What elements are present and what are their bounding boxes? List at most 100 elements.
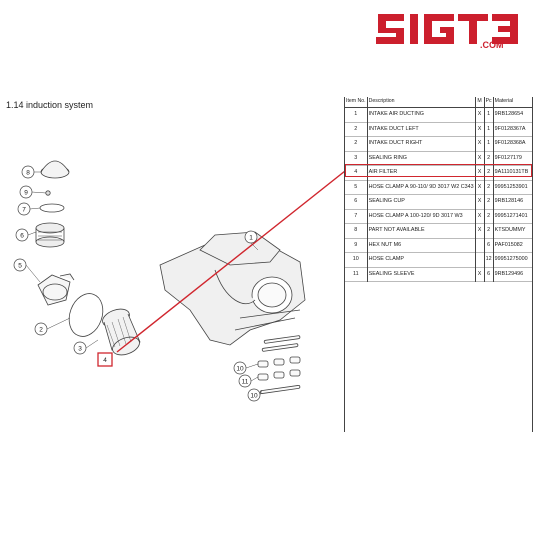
callout-5: 5 [18, 263, 22, 270]
intake-air-ducting-part [159, 231, 306, 346]
cell-m: X [475, 136, 485, 151]
cell-pc: 6 [484, 267, 494, 282]
cell-num: 7 [344, 209, 368, 224]
sealing-ring-part [68, 293, 104, 337]
section-title: 1.14 induction system [6, 100, 94, 110]
cell-description: INTAKE DUCT RIGHT [367, 136, 476, 151]
cell-pc: 1 [484, 122, 494, 137]
cell-num: 9 [344, 238, 368, 253]
cell-material: KTSDUMMY [493, 223, 533, 238]
cell-description: HOSE CLAMP A 90-110/ 9D 3017 W2 C343 [367, 180, 476, 195]
cell-num: 1 [344, 107, 368, 122]
hose-clamp-5-part [37, 273, 75, 306]
cell-description: INTAKE AIR DUCTING [367, 107, 476, 122]
cell-num: 2 [344, 136, 368, 151]
cell-description: SEALING RING [367, 151, 476, 166]
cell-m: X [475, 267, 485, 282]
cell-material: 99951271401 [493, 209, 533, 224]
callout-4-highlight-box [97, 352, 113, 367]
cell-m: X [475, 165, 485, 180]
table-header-row: Item No. Description M Pc Material [344, 97, 533, 108]
hose-clamp-set [257, 335, 301, 394]
callout-8: 8 [26, 170, 30, 177]
col-header-pc: Pc [484, 97, 494, 108]
cell-description: HEX NUT M6 [367, 238, 476, 253]
cell-pc: 12 [484, 252, 494, 267]
cell-m: X [475, 209, 485, 224]
part-8-cap [40, 160, 70, 179]
cell-num: 6 [344, 194, 368, 209]
cell-m: X [475, 180, 485, 195]
cell-m: X [475, 151, 485, 166]
cell-num: 11 [344, 267, 368, 282]
callout-11: 11 [242, 379, 249, 386]
col-header-num: Item No. [344, 97, 368, 108]
col-header-m: M [475, 97, 485, 108]
cell-material: 9RB128654 [493, 107, 533, 122]
callout-4: 4 [103, 357, 107, 364]
highlight-leader-line [116, 170, 345, 353]
cell-pc: 2 [484, 180, 494, 195]
cell-m [475, 252, 485, 267]
cell-pc: 2 [484, 223, 494, 238]
cell-pc: 2 [484, 209, 494, 224]
callout-7: 7 [22, 207, 26, 214]
cell-pc: 6 [484, 238, 494, 253]
highlighted-row-outline [345, 164, 532, 177]
sealing-cup-part [35, 222, 65, 248]
cell-description: INTAKE DUCT LEFT [367, 122, 476, 137]
col-header-material: Material [493, 97, 533, 108]
col-header-description: Description [367, 97, 476, 108]
cell-material: PAF015082 [493, 238, 533, 253]
callout-1: 1 [249, 235, 253, 242]
cell-material: 9RB128146 [493, 194, 533, 209]
callout-10a: 10 [236, 366, 244, 373]
cell-description: HOSE CLAMP [367, 252, 476, 267]
cell-description: PART NOT AVAILABLE [367, 223, 476, 238]
cell-material: 99951253901 [493, 180, 533, 195]
cell-material: 99951275000 [493, 252, 533, 267]
cell-pc: 2 [484, 194, 494, 209]
cell-m: X [475, 107, 485, 122]
cell-m: X [475, 122, 485, 137]
air-filter-part [102, 308, 141, 356]
hex-nut-part [45, 190, 51, 196]
cell-description: SEALING CUP [367, 194, 476, 209]
cell-material: 9F0128367A [493, 122, 533, 137]
exploded-parts-diagram: 1 8 9 7 6 5 2 3 4 10 11 10 [13, 160, 345, 402]
cell-num: 10 [344, 252, 368, 267]
callout-6: 6 [20, 233, 24, 240]
cell-description: SEALING SLEEVE [367, 267, 476, 282]
callout-3: 3 [78, 346, 82, 353]
cell-m [475, 238, 485, 253]
cell-pc: 2 [484, 151, 494, 166]
sigt3-logo[interactable] [370, 12, 520, 54]
cell-pc: 2 [484, 165, 494, 180]
cell-pc: 1 [484, 107, 494, 122]
cell-num: 2 [344, 122, 368, 137]
cell-description: HOSE CLAMP A 100-120/ 9D 3017 W3 [367, 209, 476, 224]
cell-pc: 1 [484, 136, 494, 151]
callout-9: 9 [24, 190, 28, 197]
logo-domain: .COM [480, 40, 504, 50]
cell-material: 9F0127179 [493, 151, 533, 166]
cell-num: 5 [344, 180, 368, 195]
callout-10b: 10 [250, 393, 258, 400]
cell-num: 8 [344, 223, 368, 238]
cell-num: 3 [344, 151, 368, 166]
cell-m: X [475, 194, 485, 209]
cell-material: 9F0128368A [493, 136, 533, 151]
callout-2: 2 [39, 327, 43, 334]
